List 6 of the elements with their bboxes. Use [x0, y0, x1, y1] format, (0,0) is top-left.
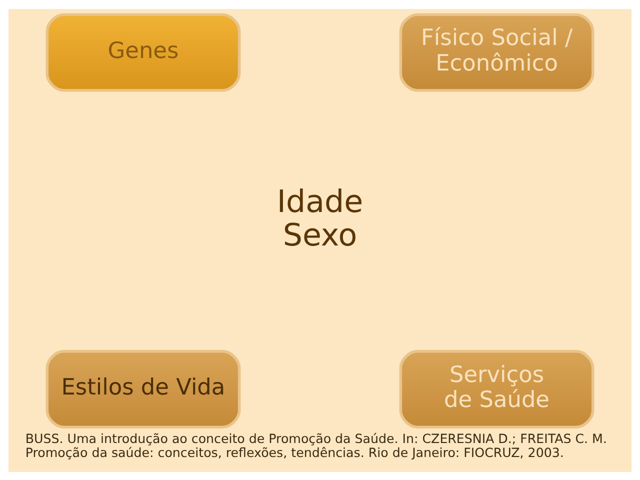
caption: BUSS. Uma introdução ao conceito de Promoção da Saúde. In: CZERESNIA D.; FREITAS C. M. Promoção da saúde: conceitos, reflexões, tendências. Rio de Janeiro: FIOCRUZ, 2003. [25, 430, 607, 460]
node-box: Genes [46, 12, 241, 92]
node-box: Estilos de Vida [46, 349, 241, 428]
label: Idade Sexo [276, 183, 364, 254]
node-box: Serviços de Saúde [399, 349, 594, 428]
node-box: Físico Social / Econômico [399, 12, 594, 92]
